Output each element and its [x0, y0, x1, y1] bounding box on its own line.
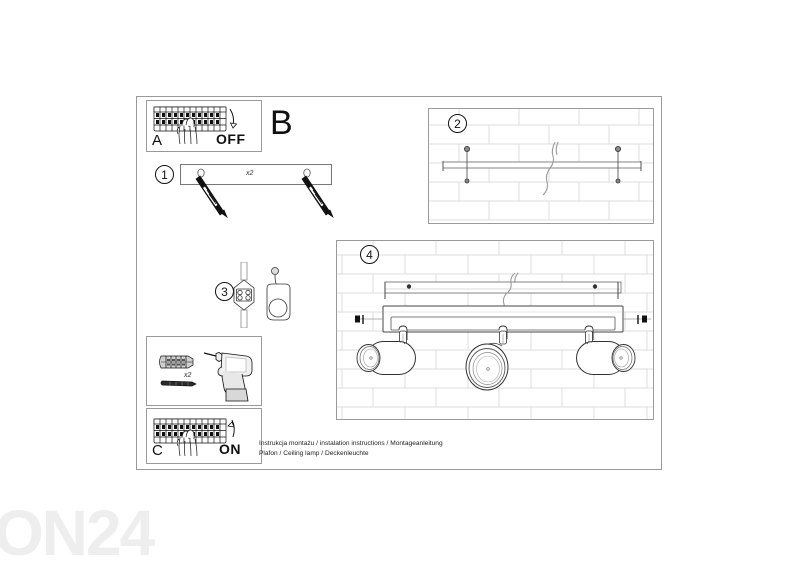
- brick-pattern-4: [337, 241, 653, 419]
- on24-watermark: ON24: [0, 497, 155, 569]
- power-off-label: OFF: [216, 131, 246, 147]
- step-1-badge: 1: [155, 165, 174, 184]
- drill-and-wall-plug-icon: [156, 342, 256, 402]
- fuse-box-hand-icon: [152, 103, 248, 149]
- step-2-badge: 2: [448, 114, 467, 133]
- lamp-bar-body: [355, 305, 651, 333]
- caption-block: Instrukcja montażu / instalation instruc…: [259, 439, 443, 459]
- terminal-block-icon: [232, 262, 304, 328]
- mounting-bar-step2: [442, 161, 642, 171]
- lamp-bar-end-caps: [355, 315, 651, 324]
- panel-c-letter: C: [152, 442, 163, 459]
- power-on-label: ON: [219, 441, 241, 457]
- caption-line-2: Plafon / Ceiling lamp / Deckenleuchte: [259, 450, 369, 457]
- mounting-bar-step1: [180, 164, 332, 185]
- brick-pattern-2: [429, 109, 653, 221]
- step-3-badge: 3: [215, 282, 234, 301]
- spotlight-head-left: [356, 325, 416, 375]
- panel-a-letter: A: [152, 132, 163, 149]
- drill-quantity-label: x2: [184, 372, 192, 379]
- power-cable-step2: [542, 141, 559, 196]
- wall-screws-step2: [464, 146, 621, 184]
- panel-drill-wallplug: [146, 336, 262, 406]
- step-4-wall-panel: [336, 240, 654, 420]
- spotlight-head-right: [576, 325, 636, 375]
- step-1-screws-icon: [180, 164, 340, 234]
- section-b-letter: B: [270, 104, 293, 142]
- wall-mounting-bar: [384, 281, 622, 299]
- spotlight-head-center: [465, 325, 509, 391]
- step-4-badge: 4: [360, 245, 379, 264]
- caption-line-1: Instrukcja montażu / instalation instruc…: [259, 440, 443, 447]
- step-1-quantity: x2: [246, 170, 254, 177]
- fuse-box-hand-icon: [152, 411, 248, 461]
